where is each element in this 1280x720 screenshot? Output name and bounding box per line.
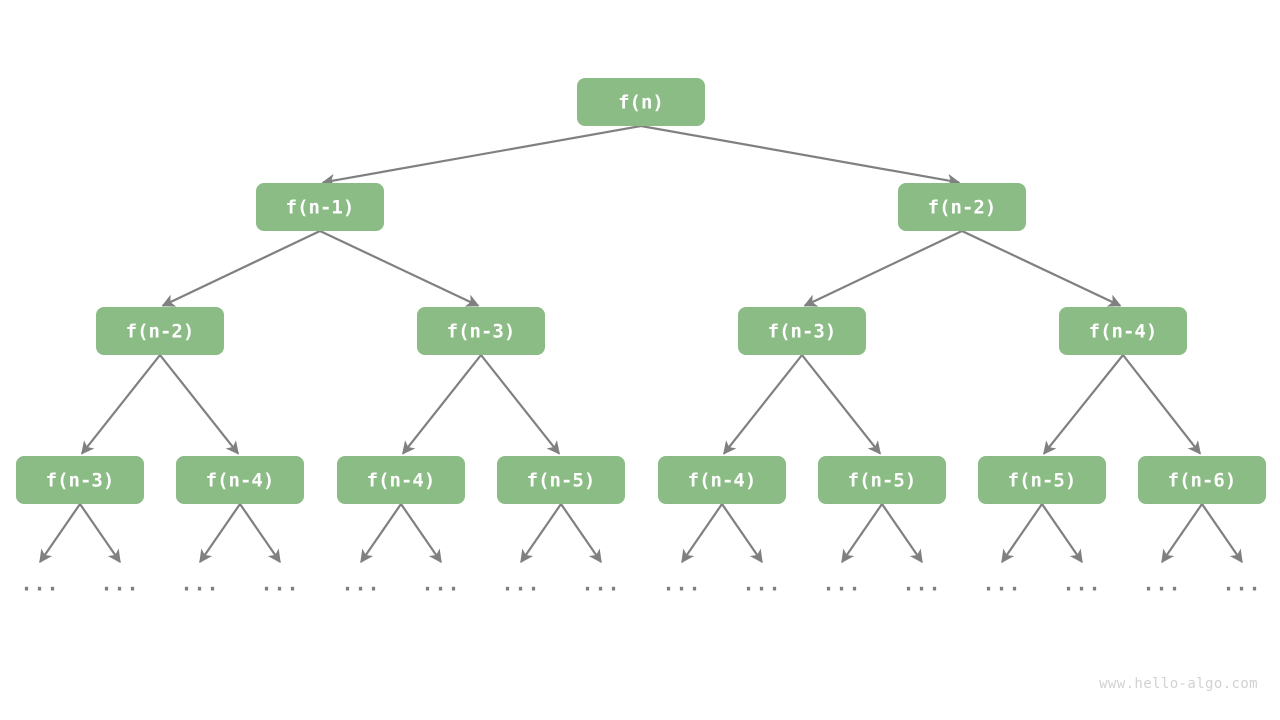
tree-edge-stub: [199, 503, 241, 564]
tree-node[interactable]: f(n-2): [898, 183, 1026, 231]
tree-node-label: f(n-3): [46, 470, 115, 492]
tree-edge-stub: [1161, 503, 1203, 564]
tree-edge-stub: [400, 503, 442, 564]
tree-node-box[interactable]: [256, 183, 384, 231]
ellipsis-label: ...: [742, 572, 781, 596]
ellipsis-label: ...: [662, 572, 701, 596]
tree-edge-stub: [239, 503, 281, 564]
tree-node-box[interactable]: [978, 456, 1106, 504]
tree-node-box[interactable]: [898, 183, 1026, 231]
tree-node[interactable]: f(n-5): [978, 456, 1106, 504]
tree-node[interactable]: f(n-3): [738, 307, 866, 355]
tree-node-label: f(n-2): [126, 321, 195, 343]
tree-node-label: f(n-3): [447, 321, 516, 343]
tree-edge: [159, 354, 239, 455]
tree-node-label: f(n-5): [1008, 470, 1077, 492]
tree-edge: [319, 230, 480, 307]
tree-edge-stub: [1041, 503, 1083, 564]
tree-node-label: f(n-4): [688, 470, 757, 492]
tree-edge: [640, 124, 961, 187]
tree-node-label: f(n-4): [367, 470, 436, 492]
watermark: www.hello-algo.com: [1099, 676, 1258, 692]
tree-node[interactable]: f(n-4): [1059, 307, 1187, 355]
tree-edge: [161, 230, 321, 307]
tree-node-box[interactable]: [658, 456, 786, 504]
ellipsis-label: ...: [20, 572, 59, 596]
tree-edge-stub: [79, 503, 121, 564]
ellipsis-label: ...: [822, 572, 861, 596]
tree-node-box[interactable]: [738, 307, 866, 355]
tree-edge-stub: [1001, 503, 1043, 564]
ellipsis-label: ...: [341, 572, 380, 596]
tree-edge-stub: [841, 503, 883, 564]
tree-node-box[interactable]: [1138, 456, 1266, 504]
leaf-stub-layer: ........................................…: [20, 503, 1261, 596]
tree-node-box[interactable]: [16, 456, 144, 504]
tree-node-label: f(n-4): [1089, 321, 1158, 343]
tree-node-label: f(n-3): [768, 321, 837, 343]
tree-edge: [723, 354, 803, 455]
tree-edge: [402, 354, 482, 455]
tree-node-box[interactable]: [1059, 307, 1187, 355]
tree-node[interactable]: f(n-6): [1138, 456, 1266, 504]
tree-edge-stub: [721, 503, 763, 564]
tree-edge-stub: [1201, 503, 1243, 564]
tree-edge: [801, 354, 881, 455]
tree-node-label: f(n): [618, 92, 664, 114]
tree-edge-stub: [681, 503, 723, 564]
tree-node-label: f(n-6): [1168, 470, 1237, 492]
tree-node-box[interactable]: [497, 456, 625, 504]
tree-edge: [480, 354, 560, 455]
tree-edge: [321, 124, 642, 187]
tree-edge: [81, 354, 161, 455]
tree-node-box[interactable]: [818, 456, 946, 504]
ellipsis-label: ...: [581, 572, 620, 596]
ellipsis-label: ...: [501, 572, 540, 596]
ellipsis-label: ...: [982, 572, 1021, 596]
tree-node-box[interactable]: [577, 78, 705, 126]
tree-edge-stub: [360, 503, 402, 564]
tree-edge: [1122, 354, 1202, 455]
tree-node[interactable]: f(n-5): [818, 456, 946, 504]
tree-node-label: f(n-5): [848, 470, 917, 492]
tree-edge: [961, 230, 1122, 307]
tree-node-label: f(n-1): [286, 197, 355, 219]
tree-edge-stub: [520, 503, 562, 564]
tree-node-box[interactable]: [417, 307, 545, 355]
nodes-layer: f(n) f(n-1) f(n-2) f(n-2) f(n-3) f(n-3) f(n-4)…: [16, 78, 1266, 504]
tree-edge-stub: [39, 503, 81, 564]
tree-node-label: f(n-2): [928, 197, 997, 219]
tree-node[interactable]: f(n-4): [658, 456, 786, 504]
ellipsis-label: ...: [1062, 572, 1101, 596]
tree-node[interactable]: f(n-3): [16, 456, 144, 504]
tree-edge: [803, 230, 963, 307]
tree-edge: [1043, 354, 1124, 455]
tree-node-box[interactable]: [176, 456, 304, 504]
tree-node[interactable]: f(n-1): [256, 183, 384, 231]
ellipsis-label: ...: [180, 572, 219, 596]
ellipsis-label: ...: [100, 572, 139, 596]
tree-node[interactable]: f(n): [577, 78, 705, 126]
tree-edge-stub: [881, 503, 923, 564]
tree-node[interactable]: f(n-2): [96, 307, 224, 355]
edges-layer: [81, 124, 1202, 455]
ellipsis-label: ...: [902, 572, 941, 596]
ellipsis-label: ...: [421, 572, 460, 596]
tree-node[interactable]: f(n-4): [176, 456, 304, 504]
tree-node-label: f(n-4): [206, 470, 275, 492]
tree-node-box[interactable]: [96, 307, 224, 355]
ellipsis-label: ...: [260, 572, 299, 596]
tree-node-label: f(n-5): [527, 470, 596, 492]
ellipsis-label: ...: [1222, 572, 1261, 596]
ellipsis-label: ...: [1142, 572, 1181, 596]
tree-node[interactable]: f(n-4): [337, 456, 465, 504]
tree-node[interactable]: f(n-3): [417, 307, 545, 355]
tree-node[interactable]: f(n-5): [497, 456, 625, 504]
tree-edge-stub: [560, 503, 602, 564]
tree-node-box[interactable]: [337, 456, 465, 504]
